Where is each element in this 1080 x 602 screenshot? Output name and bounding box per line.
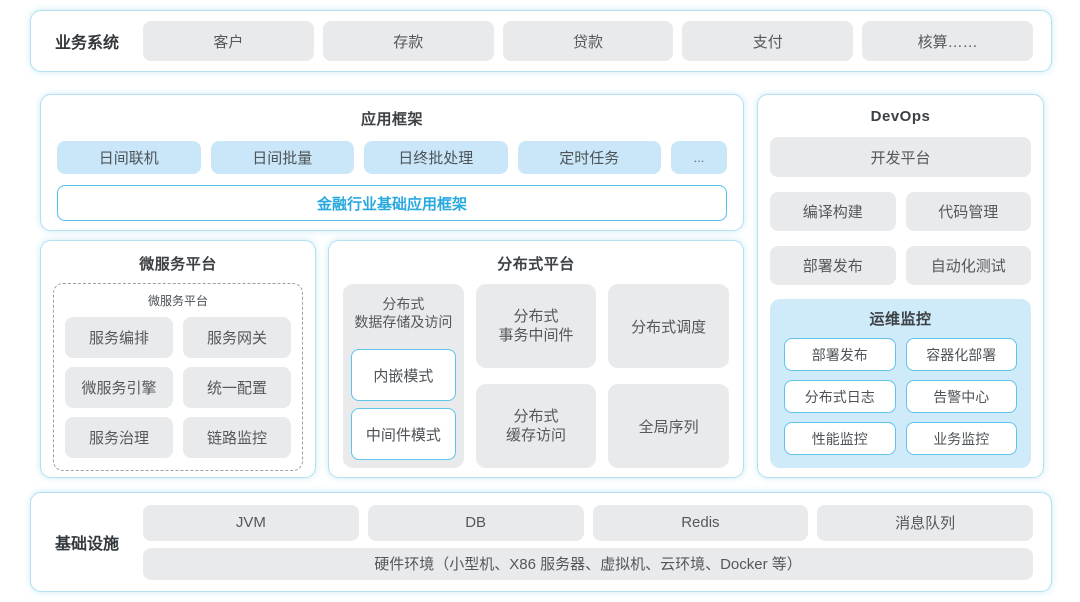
app-framework-box: 日间批量 <box>210 141 354 174</box>
ops-monitoring-panel: 运维监控 部署发布 容器化部署 分布式日志 告警中心 性能监控 业务监控 <box>770 299 1031 468</box>
devops-box: 编译构建 <box>770 192 896 231</box>
distributed-cell: 分布式 缓存访问 <box>475 384 597 468</box>
distributed-cell: 分布式调度 <box>608 284 730 368</box>
monitoring-box: 业务监控 <box>905 422 1017 455</box>
business-system-box: 存款 <box>322 21 494 61</box>
storage-mode-box: 内嵌模式 <box>351 349 456 401</box>
devops-panel: DevOps 开发平台 编译构建 代码管理 部署发布 自动化测试 运维监控 部署… <box>757 94 1044 478</box>
app-framework-more-box: ... <box>671 141 727 174</box>
microservice-box: 链路监控 <box>183 417 291 458</box>
ops-monitoring-grid: 部署发布 容器化部署 分布式日志 告警中心 性能监控 业务监控 <box>784 338 1017 455</box>
infrastructure-row: JVM DB Redis 消息队列 <box>143 504 1033 541</box>
storage-modes: 内嵌模式 中间件模式 <box>351 349 456 460</box>
app-framework-box: 日终批处理 <box>364 141 508 174</box>
infrastructure-stack: JVM DB Redis 消息队列 硬件环境（小型机、X86 服务器、虚拟机、云… <box>143 504 1033 580</box>
storage-mode-box: 中间件模式 <box>351 408 456 460</box>
ops-monitoring-title: 运维监控 <box>869 311 932 328</box>
business-system-box: 核算…… <box>862 21 1033 61</box>
microservice-platform-panel: 微服务平台 微服务平台 服务编排 服务网关 微服务引擎 统一配置 服务治理 链路… <box>40 240 316 478</box>
microservice-inner-title: 微服务平台 <box>147 294 208 308</box>
microservice-platform-title: 微服务平台 <box>139 256 217 273</box>
microservice-grid: 服务编排 服务网关 微服务引擎 统一配置 服务治理 链路监控 <box>65 317 291 458</box>
distributed-platform-panel: 分布式平台 分布式 数据存储及访问 内嵌模式 中间件模式 分布式 事务中间件 分… <box>328 240 744 478</box>
infrastructure-box: Redis <box>592 504 809 541</box>
microservice-box: 微服务引擎 <box>65 367 173 408</box>
distributed-middle-column: 分布式 事务中间件 分布式 缓存访问 <box>475 284 597 468</box>
infrastructure-panel: 基础设施 JVM DB Redis 消息队列 硬件环境（小型机、X86 服务器、… <box>30 492 1052 592</box>
devops-title: DevOps <box>870 108 931 125</box>
devops-box: 自动化测试 <box>905 246 1031 285</box>
business-systems-panel: 业务系统 客户 存款 贷款 支付 核算…… <box>30 10 1052 72</box>
distributed-cell: 全局序列 <box>608 384 730 468</box>
microservice-box: 服务编排 <box>65 317 173 358</box>
microservice-inner-box: 微服务平台 服务编排 服务网关 微服务引擎 统一配置 服务治理 链路监控 <box>53 283 303 471</box>
monitoring-box: 部署发布 <box>784 338 896 371</box>
infrastructure-box: 消息队列 <box>817 504 1033 541</box>
app-framework-row: 日间联机 日间批量 日终批处理 定时任务 ... <box>57 141 727 174</box>
business-system-box: 支付 <box>682 21 854 61</box>
devops-grid: 编译构建 代码管理 部署发布 自动化测试 <box>770 192 1031 285</box>
app-framework-panel: 应用框架 日间联机 日间批量 日终批处理 定时任务 ... 金融行业基础应用框架 <box>40 94 744 231</box>
distributed-right-column: 分布式调度 全局序列 <box>608 284 730 468</box>
business-system-box: 贷款 <box>502 21 674 61</box>
hardware-environment-box: 硬件环境（小型机、X86 服务器、虚拟机、云环境、Docker 等） <box>143 547 1033 580</box>
infrastructure-label: 基础设施 <box>54 536 119 553</box>
infrastructure-box: JVM <box>143 504 359 541</box>
devops-platform-box: 开发平台 <box>770 137 1031 177</box>
monitoring-box: 分布式日志 <box>784 380 896 413</box>
distributed-storage-group: 分布式 数据存储及访问 内嵌模式 中间件模式 <box>343 284 464 468</box>
app-framework-box: 定时任务 <box>517 141 661 174</box>
microservice-box: 服务网关 <box>183 317 291 358</box>
distributed-cell: 分布式 事务中间件 <box>475 284 597 368</box>
monitoring-box: 告警中心 <box>905 380 1017 413</box>
app-framework-title: 应用框架 <box>360 111 423 128</box>
distributed-columns: 分布式 数据存储及访问 内嵌模式 中间件模式 分布式 事务中间件 分布式 缓存访… <box>343 284 730 468</box>
infrastructure-box: DB <box>367 504 584 541</box>
base-framework-box: 金融行业基础应用框架 <box>57 185 727 221</box>
distributed-platform-title: 分布式平台 <box>497 256 575 273</box>
monitoring-box: 容器化部署 <box>905 338 1017 371</box>
distributed-storage-column: 分布式 数据存储及访问 内嵌模式 中间件模式 <box>343 284 464 468</box>
app-framework-box: 日间联机 <box>57 141 201 174</box>
devops-box: 部署发布 <box>770 246 896 285</box>
monitoring-box: 性能监控 <box>784 422 896 455</box>
business-system-box: 客户 <box>143 21 314 61</box>
microservice-box: 统一配置 <box>183 367 291 408</box>
business-systems-label: 业务系统 <box>54 35 119 52</box>
distributed-storage-label: 分布式 数据存储及访问 <box>354 296 453 331</box>
business-systems-row: 客户 存款 贷款 支付 核算…… <box>143 21 1033 61</box>
devops-box: 代码管理 <box>905 192 1031 231</box>
microservice-box: 服务治理 <box>65 417 173 458</box>
